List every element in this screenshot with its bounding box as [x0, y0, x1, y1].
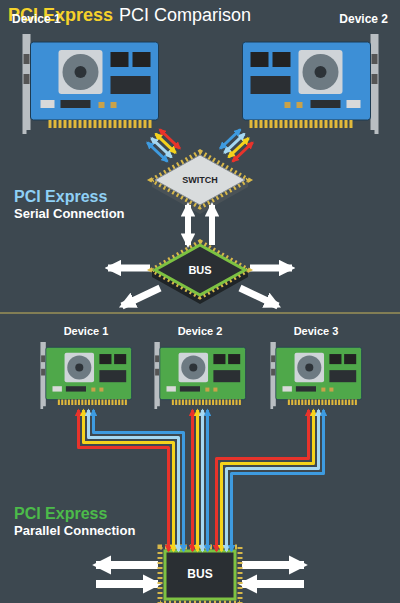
lane — [201, 410, 204, 551]
signal-lanes — [220, 130, 253, 162]
signal-lanes — [217, 410, 324, 551]
node-text: Device 1 — [12, 13, 61, 27]
node-text: Device 3 — [294, 325, 339, 338]
device-card: Device 1 — [8, 12, 168, 136]
title-part: PCI Comparison — [119, 5, 251, 26]
section-subheading: Parallel Connection — [14, 524, 135, 539]
lane — [196, 410, 199, 551]
node-text: Device 1 — [64, 325, 109, 338]
node-text: BUS — [188, 264, 211, 277]
lane — [227, 410, 319, 551]
device-card: Device 2 — [146, 324, 254, 410]
device-card: Device 3 — [262, 324, 370, 410]
device-card: Device 1 — [32, 324, 140, 410]
bus-chip: BUS — [165, 551, 235, 599]
lane — [147, 143, 167, 162]
node-text: SWITCH — [182, 175, 218, 185]
bus-chip — [108, 242, 292, 306]
switch-chip: SWITCH — [155, 155, 245, 205]
lane — [232, 410, 324, 551]
lane — [220, 130, 240, 149]
section-subheading: Serial Connection — [14, 207, 125, 222]
lane — [206, 410, 209, 551]
bus-chip: BUS — [155, 245, 245, 295]
node-text: Device 2 — [339, 13, 388, 27]
node-text: Device 2 — [178, 325, 223, 338]
lane — [222, 410, 314, 551]
section-heading: PCI Express — [14, 188, 107, 206]
signal-lanes — [188, 205, 212, 245]
lane — [185, 205, 191, 245]
expansion-card — [23, 34, 379, 409]
divider — [0, 313, 400, 314]
device-card: Device 2 — [232, 12, 392, 136]
signal-lanes — [147, 130, 180, 162]
lane — [191, 410, 194, 551]
bus-chip — [96, 547, 304, 603]
node-text: BUS — [187, 568, 212, 582]
lane — [209, 205, 215, 245]
section-heading: PCI Express — [14, 505, 107, 523]
signal-lanes — [193, 410, 208, 551]
